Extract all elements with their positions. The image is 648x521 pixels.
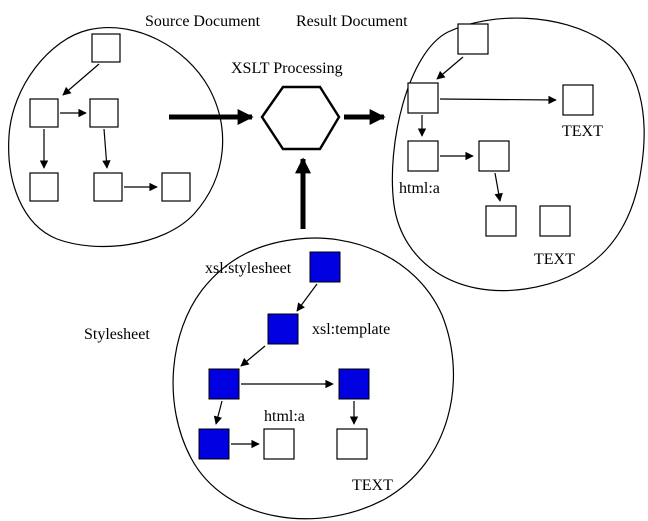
result-node-child-1	[407, 82, 439, 114]
xsl-stylesheet-label: xsl:stylesheet	[205, 260, 292, 277]
source-node-leaf-3	[161, 172, 191, 202]
result-node-leaf-1	[485, 205, 517, 237]
result-arrow-child1-to-text1	[439, 95, 557, 105]
result-document-group: Result Document TEXT html:a TEXT	[296, 13, 645, 292]
stylesheet-arrow-root-to-template	[296, 283, 318, 312]
stylesheet-node-template-child-2	[338, 368, 370, 400]
stylesheet-text-label: TEXT	[352, 477, 393, 494]
stylesheet-node-xsl-stylesheet	[309, 251, 341, 283]
source-document-group: Source Document	[8, 13, 261, 248]
result-text-label-bottom: TEXT	[534, 251, 575, 268]
stylesheet-node-template-leaf	[198, 428, 230, 460]
stylesheet-outline	[172, 237, 454, 520]
stylesheet-group: Stylesheet xsl:stylesheet xsl:template h…	[84, 237, 454, 520]
result-node-text-1	[562, 84, 594, 116]
result-node-text-2	[539, 205, 571, 237]
source-node-child-2	[89, 98, 119, 128]
xsl-template-label: xsl:template	[312, 321, 390, 338]
stylesheet-node-xsl-template	[267, 313, 299, 345]
result-arrow-child2-to-leaf1	[494, 172, 503, 202]
result-node-html-a	[407, 140, 439, 172]
stylesheet-arrow-child1-to-leaf	[213, 400, 223, 425]
result-document-outline	[391, 17, 645, 292]
source-node-child-1	[29, 98, 59, 128]
xslt-processing-label: XSLT Processing	[231, 60, 343, 77]
source-arrow-child2-to-leaf2	[102, 128, 111, 169]
stylesheet-html-a-label: html:a	[264, 408, 305, 425]
stylesheet-arrow-template-to-child1	[240, 345, 266, 367]
source-document-label: Source Document	[145, 13, 261, 30]
stylesheet-node-html-a	[263, 428, 295, 460]
stylesheet-node-template-child-1	[208, 368, 240, 400]
result-html-a-label: html:a	[399, 180, 440, 197]
result-node-child-2	[478, 140, 510, 172]
result-document-label: Result Document	[296, 13, 408, 30]
source-node-leaf-2	[93, 172, 123, 202]
xslt-processor-group: XSLT Processing	[169, 60, 386, 229]
stylesheet-label: Stylesheet	[84, 326, 150, 343]
source-node-root	[91, 33, 121, 63]
xslt-processor-hexagon	[260, 85, 341, 151]
source-arrow-root-to-child1	[62, 63, 100, 96]
result-arrow-root-to-child1	[436, 56, 464, 80]
stylesheet-node-text	[336, 428, 368, 460]
result-text-label-top: TEXT	[562, 123, 603, 140]
source-node-leaf-1	[29, 172, 59, 202]
source-document-outline	[8, 26, 224, 248]
result-node-root	[457, 23, 489, 55]
